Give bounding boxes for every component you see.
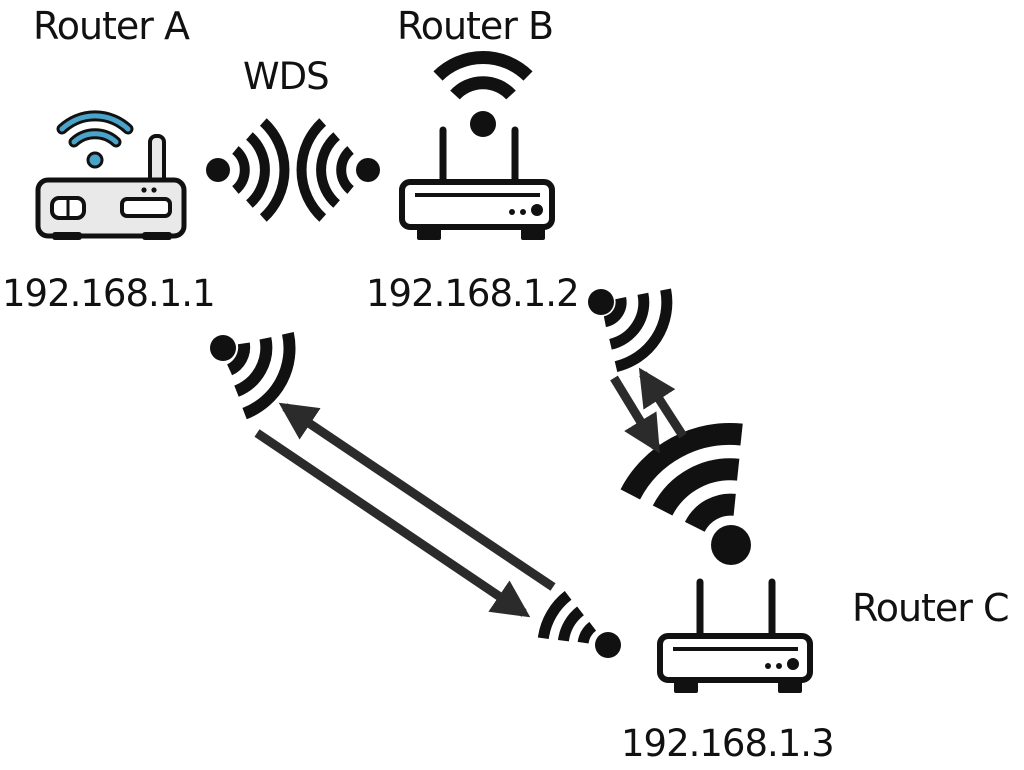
router-b-ip: 192.168.1.2 (366, 272, 580, 315)
router-c-link-wifi-icon-a (537, 591, 621, 658)
router-b-link-wifi-icon (588, 288, 673, 372)
router-a-ip: 192.168.1.1 (2, 272, 216, 315)
router-b-name: Router B (397, 4, 554, 48)
router-a-link-wifi-icon (210, 332, 296, 420)
wds-link-icon (206, 118, 380, 222)
link-a-c-double-arrow-icon (254, 402, 556, 618)
router-b-wifi-icon (433, 51, 533, 100)
router-c-icon (657, 578, 813, 693)
wds-label: WDS (243, 55, 330, 98)
router-a-wifi-icon (56, 110, 134, 169)
router-a-icon (35, 110, 187, 240)
router-b-icon (399, 51, 555, 240)
link-b-c-double-arrow-icon (610, 367, 687, 454)
router-c-ip: 192.168.1.3 (621, 722, 835, 765)
router-a-name: Router A (33, 4, 190, 48)
router-c-link-wifi-icon-b (620, 423, 751, 565)
router-c-name: Router C (852, 586, 1010, 630)
